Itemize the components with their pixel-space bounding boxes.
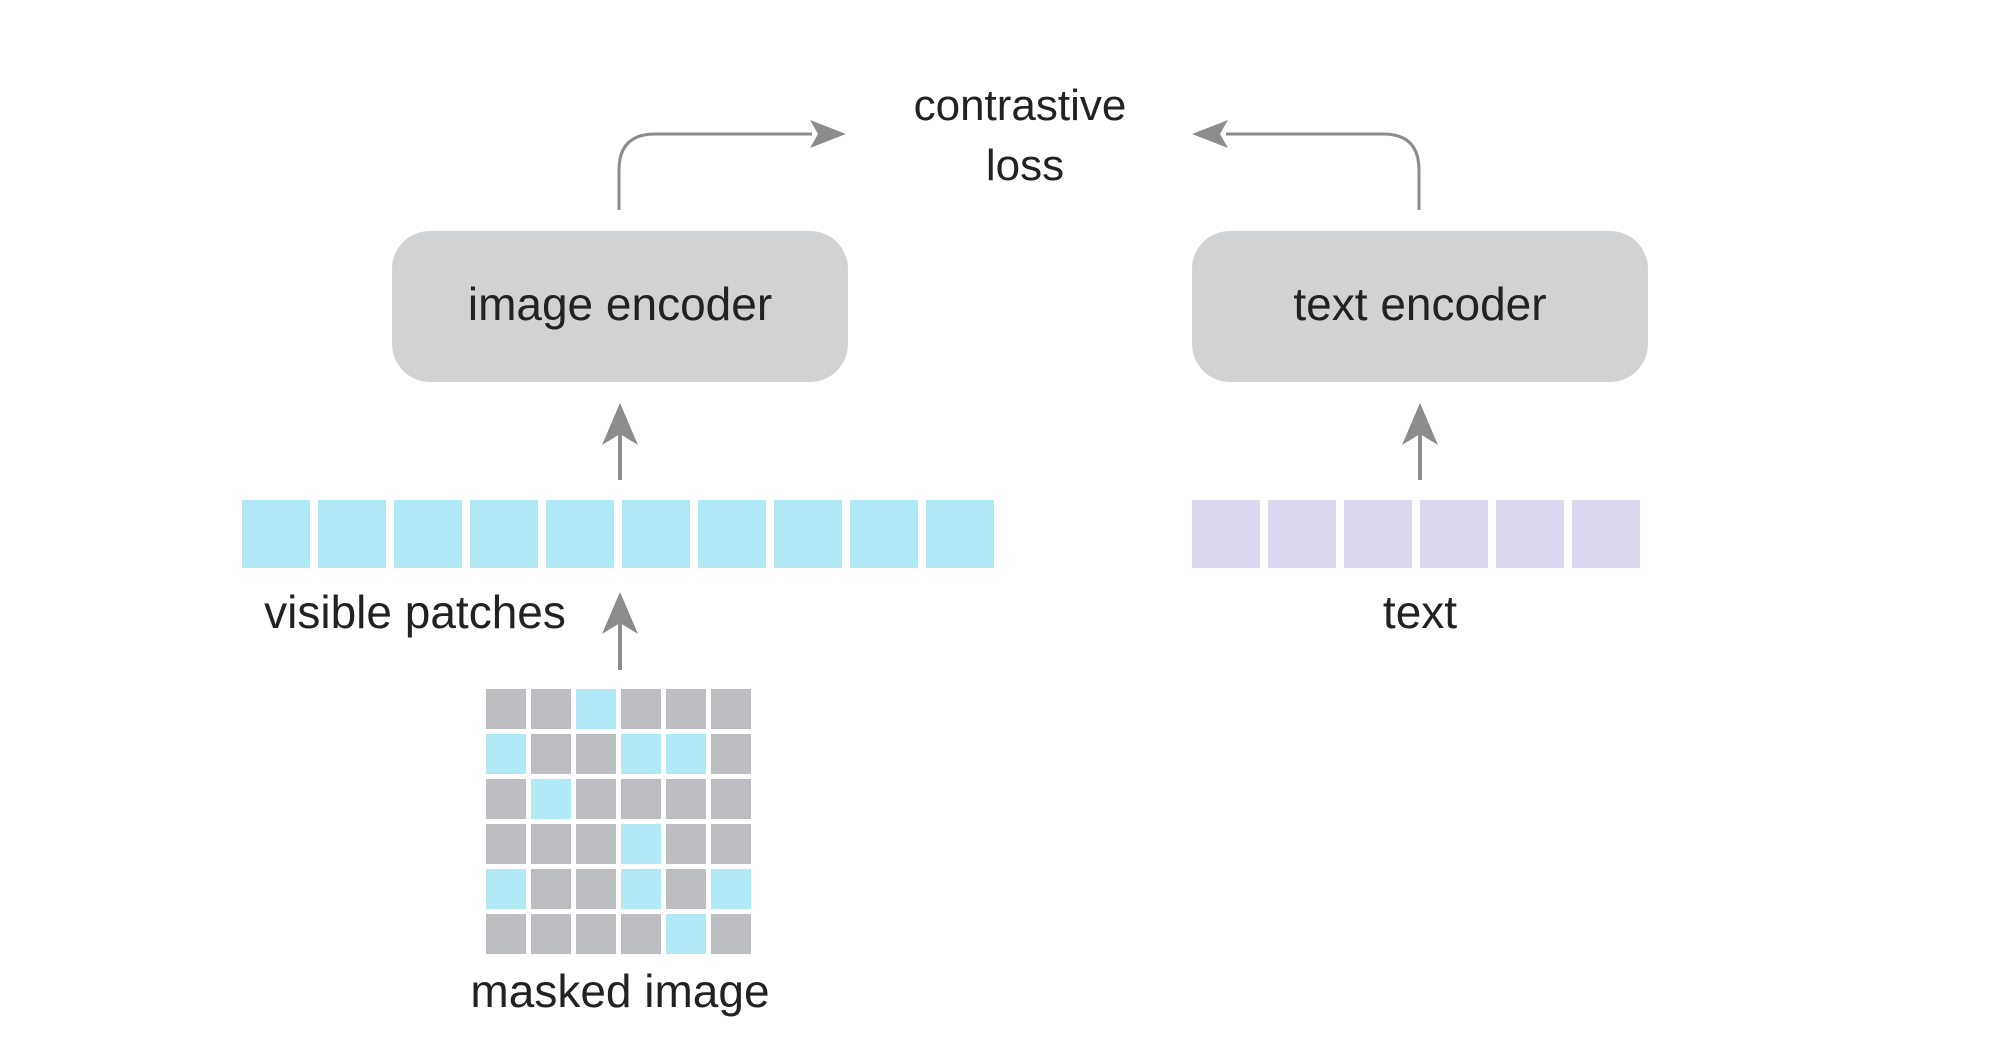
visible-patch <box>850 500 918 568</box>
masked-grid-patch <box>666 824 706 864</box>
masked-grid-patch <box>621 689 661 729</box>
visible-patch <box>926 500 994 568</box>
masked-grid-patch <box>711 734 751 774</box>
text-tokens-label: text <box>1383 586 1457 638</box>
masked-grid-patch <box>531 689 571 729</box>
image-encoder-box <box>392 231 848 382</box>
masked-grid-patch <box>486 689 526 729</box>
loss-label-line2: loss <box>986 141 1064 190</box>
visible-patch <box>546 500 614 568</box>
text-token <box>1496 500 1564 568</box>
visible-patch <box>622 500 690 568</box>
visible-grid-patch <box>531 779 571 819</box>
visible-patch <box>470 500 538 568</box>
visible-grid-patch <box>486 869 526 909</box>
masked-grid-patch <box>576 779 616 819</box>
masked-grid-patch <box>666 869 706 909</box>
masked-grid-patch <box>711 689 751 729</box>
masked-grid-patch <box>711 779 751 819</box>
text-token <box>1572 500 1640 568</box>
masked-grid-patch <box>711 914 751 954</box>
visible-patch <box>242 500 310 568</box>
masked-grid-patch <box>531 869 571 909</box>
masked-grid-patch <box>666 689 706 729</box>
text-token <box>1268 500 1336 568</box>
masked-grid-patch <box>711 824 751 864</box>
masked-grid-patch <box>486 914 526 954</box>
text-token <box>1420 500 1488 568</box>
masked-grid-patch <box>486 779 526 819</box>
visible-patch <box>774 500 842 568</box>
loss-label-line1: contrastive <box>914 81 1127 130</box>
text-to-encoder-arrowhead <box>1402 403 1438 445</box>
masked-grid-patch <box>576 824 616 864</box>
visible-grid-patch <box>576 689 616 729</box>
visible-patch <box>318 500 386 568</box>
text-to-loss-arrowhead <box>1192 120 1228 148</box>
text-to-loss-arrow <box>1226 132 1421 210</box>
visible-grid-patch <box>711 869 751 909</box>
visible-grid-patch <box>486 734 526 774</box>
masked-grid-patch <box>531 914 571 954</box>
masked-grid-patch <box>486 824 526 864</box>
text-tokens-row <box>1192 500 1640 568</box>
masked-grid-patch <box>621 779 661 819</box>
masked-grid-patch <box>576 734 616 774</box>
patches-to-encoder-arrowhead <box>602 403 638 445</box>
visible-grid-patch <box>621 869 661 909</box>
masked-grid-patch <box>531 734 571 774</box>
text-encoder-box <box>1192 231 1648 382</box>
visible-grid-patch <box>666 734 706 774</box>
masked-grid-patch <box>576 914 616 954</box>
text-encoder-label: text encoder <box>1293 278 1546 330</box>
visible-grid-patch <box>621 824 661 864</box>
masked-grid-patch <box>621 914 661 954</box>
image-to-loss-arrow <box>617 132 812 210</box>
masked-grid-patch <box>531 824 571 864</box>
visible-grid-patch <box>621 734 661 774</box>
masked-grid-patch <box>576 869 616 909</box>
visible-patch <box>698 500 766 568</box>
visible-grid-patch <box>666 914 706 954</box>
image-to-loss-arrowhead <box>810 120 846 148</box>
masked-to-patches-arrowhead <box>602 592 638 634</box>
image-encoder-label: image encoder <box>468 278 772 330</box>
text-token <box>1192 500 1260 568</box>
masked-image-label: masked image <box>470 965 769 1017</box>
visible-patch <box>394 500 462 568</box>
visible-patches-label: visible patches <box>264 586 566 638</box>
text-token <box>1344 500 1412 568</box>
visible-patches-row <box>242 500 994 568</box>
masked-grid-patch <box>666 779 706 819</box>
masked-image-grid <box>486 689 751 954</box>
